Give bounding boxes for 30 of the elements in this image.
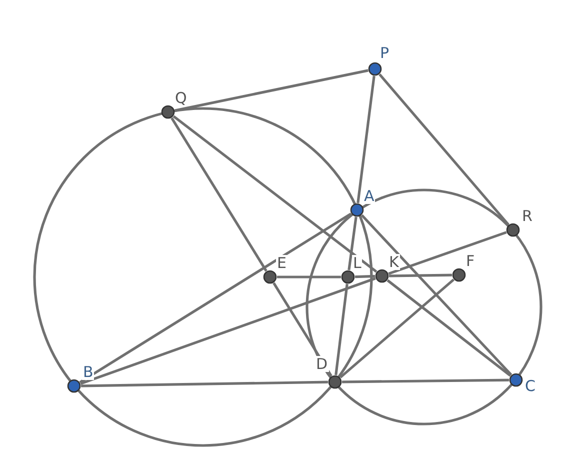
line-segment xyxy=(277,276,341,278)
line-segment xyxy=(334,284,348,376)
line-segment xyxy=(272,282,332,377)
point-label: E xyxy=(276,255,288,271)
point-label: D xyxy=(315,356,329,372)
point-label: L xyxy=(352,255,362,271)
point-label: F xyxy=(465,253,476,269)
line-segment xyxy=(174,69,368,112)
line-segment xyxy=(170,117,268,272)
line-segment xyxy=(356,76,376,204)
line-segment xyxy=(378,73,510,226)
line-segment xyxy=(354,274,376,278)
point-label: C xyxy=(524,378,536,394)
line-segment xyxy=(386,279,512,377)
line-segment xyxy=(360,214,512,376)
line-segment xyxy=(342,378,510,384)
point-label: Q xyxy=(174,90,188,106)
point-label: P xyxy=(379,45,390,61)
line-segment xyxy=(339,278,455,378)
line-segment xyxy=(388,274,452,278)
point-label: K xyxy=(388,254,400,270)
line-segment xyxy=(172,115,378,273)
line-segment xyxy=(80,380,328,388)
point-label: R xyxy=(521,208,534,224)
point-label: B xyxy=(82,364,94,380)
point-label: A xyxy=(363,188,376,204)
line-segment xyxy=(79,212,352,384)
line-segment xyxy=(80,277,376,385)
line-segment xyxy=(388,231,507,275)
line-segment xyxy=(348,216,358,270)
